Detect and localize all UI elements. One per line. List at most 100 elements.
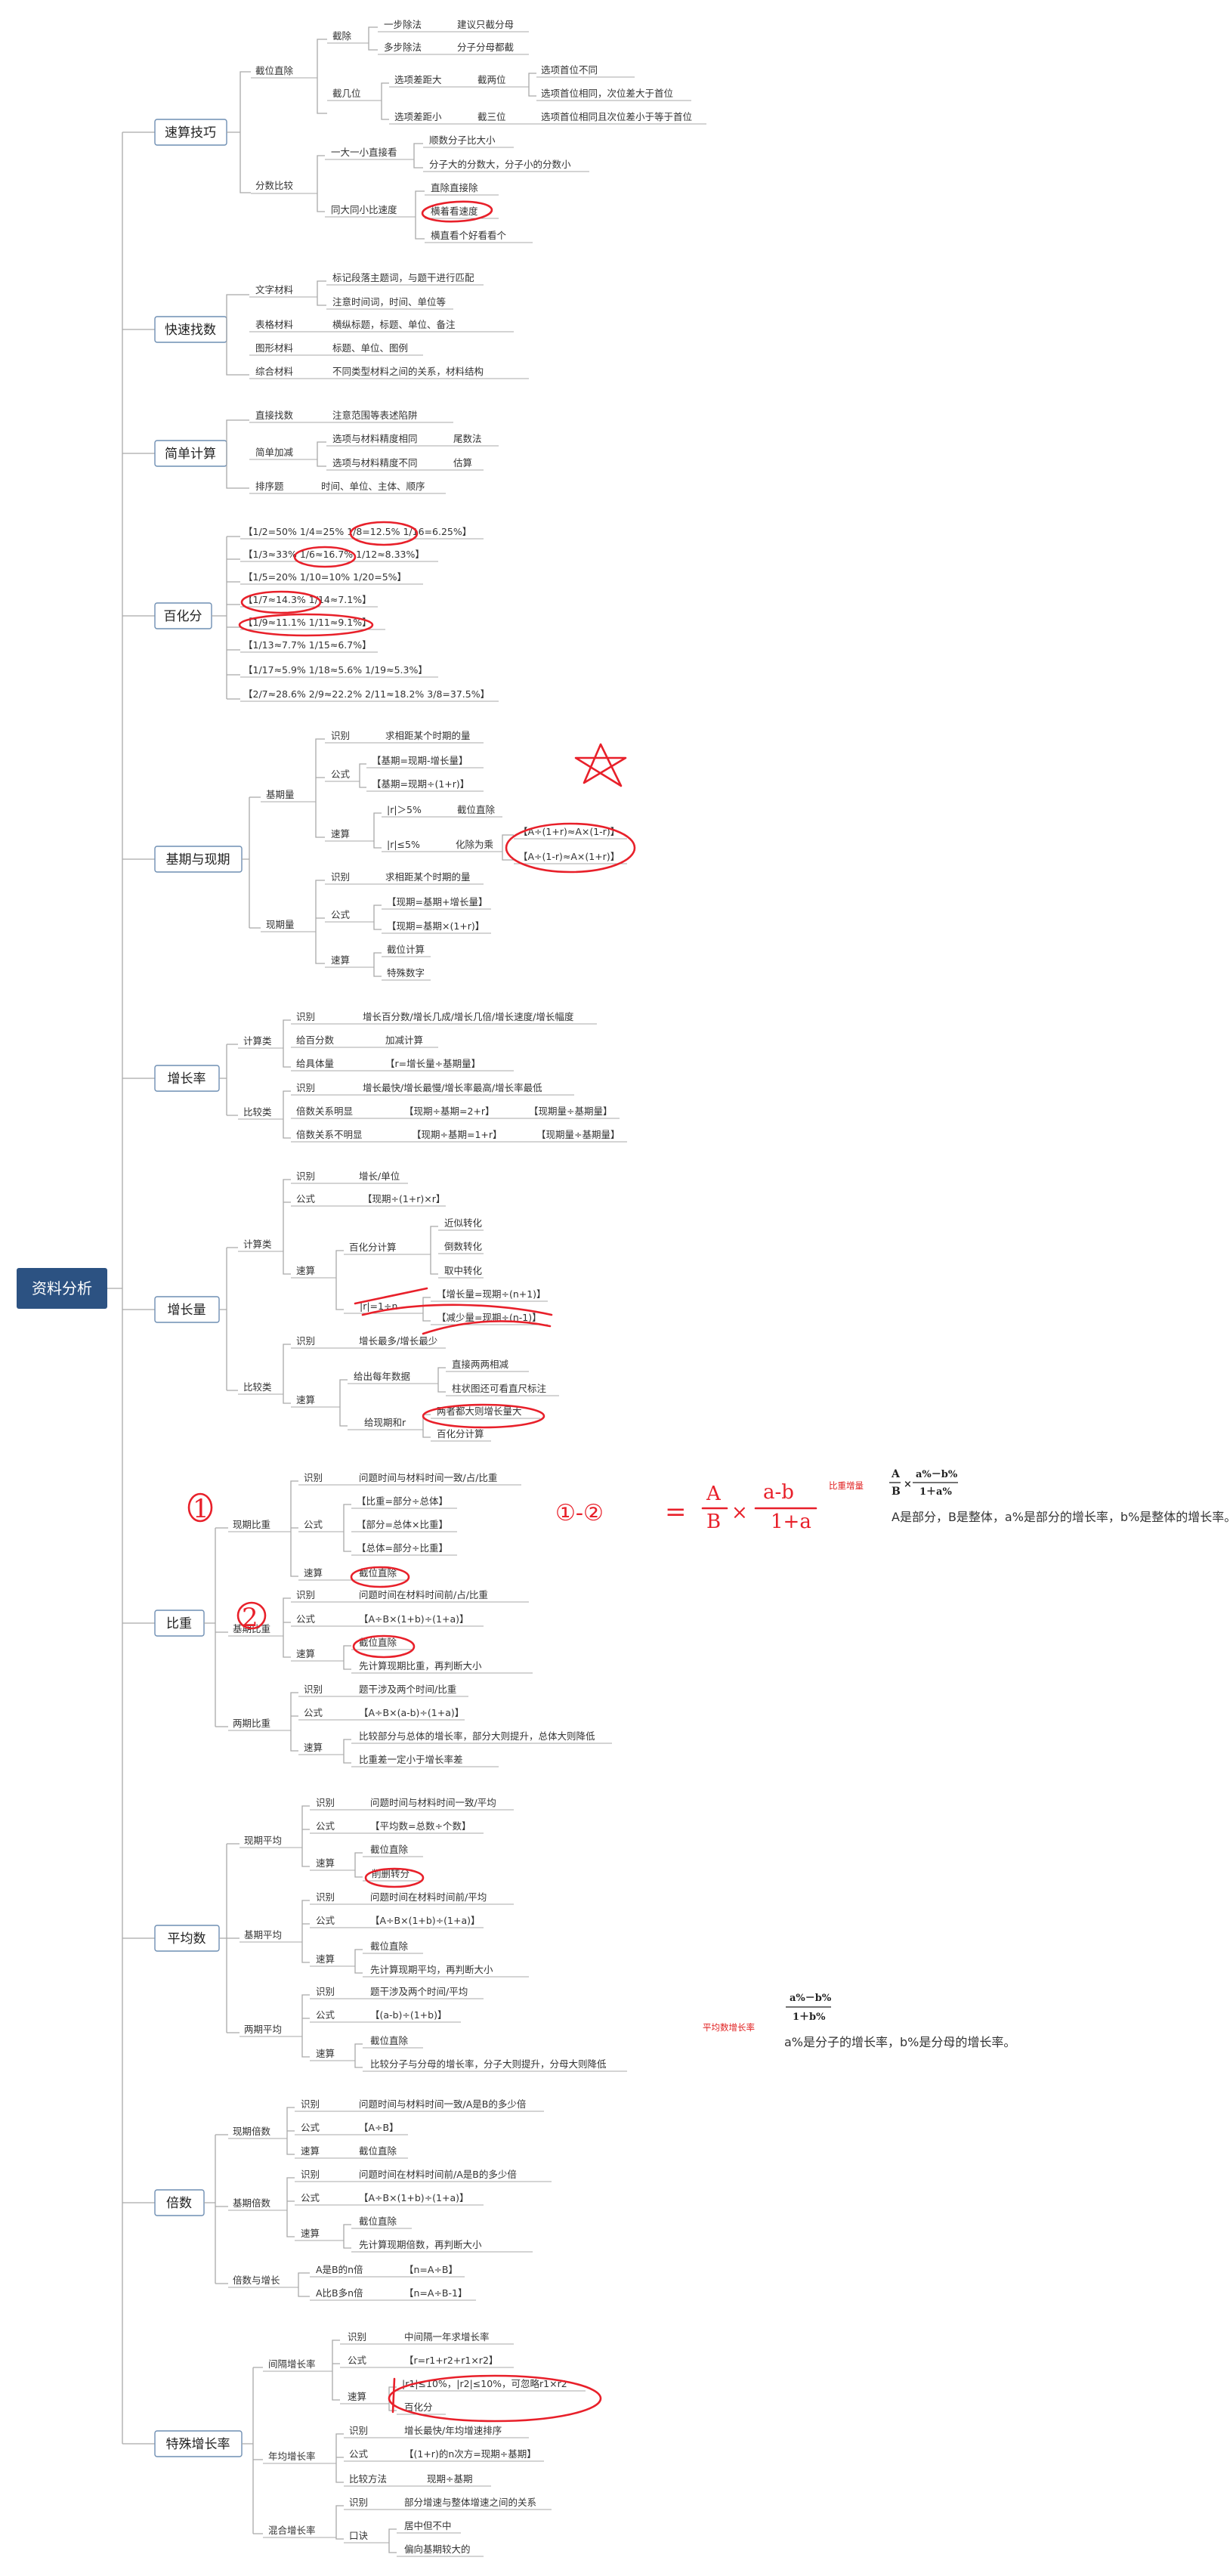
section-teshu: 间隔增长率 识别 中间隔一年求增长率 公式 【r=r1+r2+r1×r2】 速算… [242,2331,586,2557]
svg-text:选项与材料精度不同: 选项与材料精度不同 [332,457,418,469]
svg-text:【1/13≈7.7% 1/15≈6.7%】: 【1/13≈7.7% 1/15≈6.7%】 [243,639,372,651]
svg-text:尾数法: 尾数法 [453,433,482,444]
svg-text:×: × [731,1501,748,1524]
svg-text:问题时间在材料时间前/A是B的多少倍: 问题时间在材料时间前/A是B的多少倍 [359,2169,517,2180]
svg-text:【1/9≈11.1% 1/11≈9.1%】: 【1/9≈11.1% 1/11≈9.1%】 [243,617,372,628]
svg-text:分子大的分数大，分子小的分数小: 分子大的分数大，分子小的分数小 [429,159,571,170]
svg-text:标记段落主题词，与题干进行匹配: 标记段落主题词，与题干进行匹配 [332,272,474,283]
svg-text:计算类: 计算类 [243,1239,272,1250]
formula-lhs: ①-② [555,1500,604,1526]
svg-text:给具体量: 给具体量 [296,1058,334,1069]
svg-text:百化分计算: 百化分计算 [349,1242,397,1253]
svg-text:截位直除: 截位直除 [370,1844,409,1855]
svg-text:混合增长率: 混合增长率 [268,2525,316,2536]
branch-zengliang[interactable]: 增长量 [154,1296,220,1323]
svg-text:识别: 识别 [316,1891,335,1903]
branch-bizhong[interactable]: 比重 [154,1610,205,1637]
svg-text:问题时间与材料时间一致/平均: 问题时间与材料时间一致/平均 [370,1797,496,1808]
branch-jiandan[interactable]: 简单计算 [154,440,227,467]
svg-text:A是部分，B是整体，a%是部分的增长率，b%是整体的增长率。: A是部分，B是整体，a%是部分的增长率，b%是整体的增长率。 [892,1510,1230,1524]
svg-text:直接两两相减: 直接两两相减 [452,1359,509,1370]
svg-text:A是B的n倍: A是B的n倍 [316,2264,363,2275]
svg-text:偏向基期较大的: 偏向基期较大的 [404,2544,471,2555]
svg-text:选项差距小: 选项差距小 [394,111,442,122]
svg-text:增长最快/年均增速排序: 增长最快/年均增速排序 [404,2425,502,2436]
svg-text:速算: 速算 [331,954,350,966]
branch-kuaisu[interactable]: 快速找数 [154,316,227,343]
svg-text:A: A [891,1468,901,1480]
svg-text:识别: 识别 [348,2331,366,2343]
svg-text:【A÷B】: 【A÷B】 [359,2122,399,2133]
svg-text:现期平均: 现期平均 [244,1835,282,1846]
svg-text:比较类: 比较类 [243,1106,272,1118]
svg-text:综合材料: 综合材料 [255,366,294,377]
svg-text:增长量: 增长量 [168,1303,206,1318]
svg-text:基期平均: 基期平均 [244,1929,282,1941]
svg-text:公式: 公式 [316,2009,335,2021]
svg-text:多步除法: 多步除法 [384,42,422,53]
svg-text:增长/单位: 增长/单位 [359,1170,400,1182]
svg-text:【现期=基期×(1+r)】: 【现期=基期×(1+r)】 [387,920,484,932]
svg-text:横着看速度: 横着看速度 [431,206,478,217]
svg-text:速算: 速算 [296,1648,315,1659]
svg-text:a%－b%: a%－b% [790,1993,832,2004]
svg-text:|r|＞5%: |r|＞5% [387,804,422,815]
svg-text:分数比较: 分数比较 [255,180,294,191]
svg-text:给出每年数据: 给出每年数据 [354,1371,410,1382]
svg-text:公式: 公式 [331,768,351,780]
branch-jiqi[interactable]: 基期与现期 [154,846,243,873]
svg-text:公式: 公式 [316,1820,335,1832]
svg-text:速算: 速算 [301,2228,320,2239]
svg-text:识别: 识别 [296,1335,315,1347]
svg-text:识别: 识别 [316,1797,335,1808]
svg-text:公式: 公式 [304,1707,323,1718]
svg-text:速算: 速算 [304,1742,323,1753]
svg-text:【基期=现期÷(1+r)】: 【基期=现期÷(1+r)】 [372,778,469,790]
svg-text:选项首位相同且次位差小于等于首位: 选项首位相同且次位差小于等于首位 [541,111,692,122]
svg-text:简单计算: 简单计算 [165,447,216,462]
branch-pingjun[interactable]: 平均数 [154,1925,220,1952]
svg-text:部分增速与整体增速之间的关系: 部分增速与整体增速之间的关系 [404,2497,536,2508]
svg-text:公式: 公式 [348,2355,367,2366]
svg-text:求相距某个时期的量: 求相距某个时期的量 [385,730,471,741]
svg-text:速算: 速算 [296,1394,315,1406]
svg-text:【1/3≈33% 1/6≈16.7% 1/12≈8.33%】: 【1/3≈33% 1/6≈16.7% 1/12≈8.33%】 [243,549,425,560]
svg-text:|r|≤5%: |r|≤5% [387,839,420,850]
section-susuan: 截位直除 截除 一步除法 建议只截分母 多步除法 分子分母都截 截几位 选项差距… [227,19,706,243]
svg-text:【现期÷基期=2+r】: 【现期÷基期=2+r】 [404,1106,495,1117]
branch-beishu[interactable]: 倍数 [154,2189,205,2216]
svg-text:B: B [706,1511,721,1533]
svg-text:计算类: 计算类 [243,1035,272,1047]
svg-text:截三位: 截三位 [477,111,506,122]
svg-text:图形材料: 图形材料 [255,342,294,354]
branch-zenglv[interactable]: 增长率 [154,1065,220,1092]
svg-text:截除: 截除 [332,30,352,42]
svg-text:1＋b%: 1＋b% [793,2012,826,2023]
svg-text:【A÷B×(1+b)÷(1+a)】: 【A÷B×(1+b)÷(1+a)】 [370,1915,481,1926]
svg-text:【部分=总体×比重】: 【部分=总体×比重】 [357,1519,448,1530]
svg-text:化除为乘: 化除为乘 [456,839,494,850]
root-node[interactable]: 资料分析 [17,1268,107,1309]
svg-text:【A÷B×(1+b)÷(1+a)】: 【A÷B×(1+b)÷(1+a)】 [359,2192,469,2203]
svg-text:【1/7≈14.3% 1/14≈7.1%】: 【1/7≈14.3% 1/14≈7.1%】 [243,594,372,605]
branch-teshu[interactable]: 特殊增长率 [154,2430,243,2457]
svg-text:速算: 速算 [331,828,350,840]
svg-text:估算: 估算 [453,457,472,469]
svg-text:先计算现期平均，再判断大小: 先计算现期平均，再判断大小 [370,1964,493,1975]
svg-text:【现期=基期+增长量】: 【现期=基期+增长量】 [387,896,487,908]
svg-text:识别: 识别 [296,1589,315,1600]
branch-baihua[interactable]: 百化分 [154,602,212,629]
branch-susuan[interactable]: 速算技巧 [154,119,227,146]
svg-text:比较部分与总体的增长率，部分大则提升，总体大则降低: 比较部分与总体的增长率，部分大则提升，总体大则降低 [359,1730,595,1742]
svg-text:增长百分数/增长几成/增长几倍/增长速度/增长幅度: 增长百分数/增长几成/增长几倍/增长速度/增长幅度 [363,1011,574,1022]
svg-text:问题时间与材料时间一致/占/比重: 问题时间与材料时间一致/占/比重 [359,1472,497,1483]
svg-text:速算: 速算 [316,1953,335,1965]
svg-text:截位直除: 截位直除 [457,804,496,815]
svg-text:近似转化: 近似转化 [444,1217,483,1229]
svg-text:截位直除: 截位直除 [359,1567,397,1579]
svg-text:先计算现期倍数，再判断大小: 先计算现期倍数，再判断大小 [359,2239,482,2250]
svg-text:速算: 速算 [304,1567,323,1579]
svg-text:速算: 速算 [296,1265,315,1276]
svg-text:×: × [904,1479,912,1490]
